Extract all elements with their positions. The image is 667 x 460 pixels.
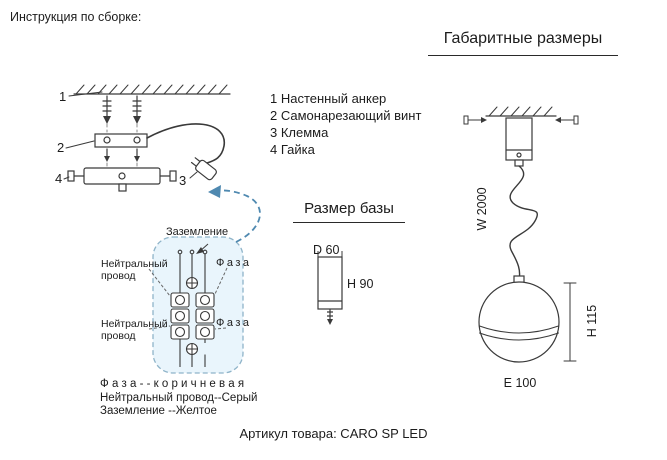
suspension-wire: [509, 165, 538, 281]
legend-ground: Заземление --Желтое: [100, 405, 217, 417]
earth-symbol-bottom: [185, 342, 199, 356]
reference-arrow: [208, 185, 261, 243]
phase-wire-label-top: Фаза: [216, 257, 252, 269]
height-dimension: [563, 282, 577, 362]
power-cord: [146, 123, 225, 167]
dimensions-title: Габаритные размеры: [428, 30, 618, 56]
anchor-screws: [102, 95, 142, 124]
neutral-wire-label-top: Нейтральный провод: [101, 258, 168, 282]
parts-list-item: 1 Настенный анкер: [270, 91, 387, 106]
phase-wire-label-bottom: Фаза: [216, 317, 252, 329]
callout-4: 4: [55, 171, 63, 186]
canopy-base: [67, 167, 177, 192]
bottom-wires: [179, 339, 206, 367]
terminal-block: [170, 292, 215, 340]
parts-list-item: 3 Клемма: [270, 125, 329, 140]
lamp-ceiling-hatch: [488, 106, 553, 117]
wiring-diagram: [148, 236, 244, 374]
assembly-diagram: [63, 84, 231, 192]
parts-list: 1 Настенный анкер 2 Самонарезающий винт …: [270, 90, 421, 158]
earth-symbol-top: [185, 276, 199, 290]
callout-3: 3: [179, 173, 187, 188]
base-size-title: Размер базы: [293, 200, 405, 223]
lamp-width-label: E 100: [503, 376, 537, 390]
callout-leaders: [63, 91, 198, 180]
label-leaders: [148, 267, 228, 330]
mounting-bracket: [94, 133, 148, 162]
plug-connector: [190, 157, 217, 181]
callout-2: 2: [57, 140, 65, 155]
callout-1: 1: [59, 89, 67, 104]
parts-list-item: 2 Самонарезающий винт: [270, 108, 422, 123]
lamp-height-label: H 115: [585, 304, 599, 338]
product-article: Артикул товара: CARO SP LED: [239, 426, 428, 441]
parts-list-item: 4 Гайка: [270, 142, 315, 157]
legend-phase: Ф а з а - - к о р и ч н е в а я: [100, 378, 245, 390]
base-diameter-label: D 60: [313, 243, 340, 257]
lamp-anchors: [463, 115, 579, 125]
lamp-diagram: [463, 106, 579, 363]
ceiling-hatch: [75, 84, 228, 95]
instructions-title: Инструкция по сборке:: [10, 10, 142, 24]
base-diagram: [317, 251, 343, 325]
lamp-canopy: [505, 117, 533, 167]
wire-color-legend: Ф а з а - - к о р и ч н е в а я Нейтраль…: [100, 378, 257, 419]
top-wires: [177, 249, 208, 293]
ground-wire-label: Заземление: [166, 226, 229, 238]
wire-length-label: W 2000: [475, 187, 489, 231]
neutral-wire-label-bottom: Нейтральный провод: [101, 318, 168, 342]
base-height-label: H 90: [347, 277, 374, 291]
lamp-sphere: [478, 281, 560, 363]
legend-neutral: Нейтральный провод--Серый: [100, 391, 258, 404]
